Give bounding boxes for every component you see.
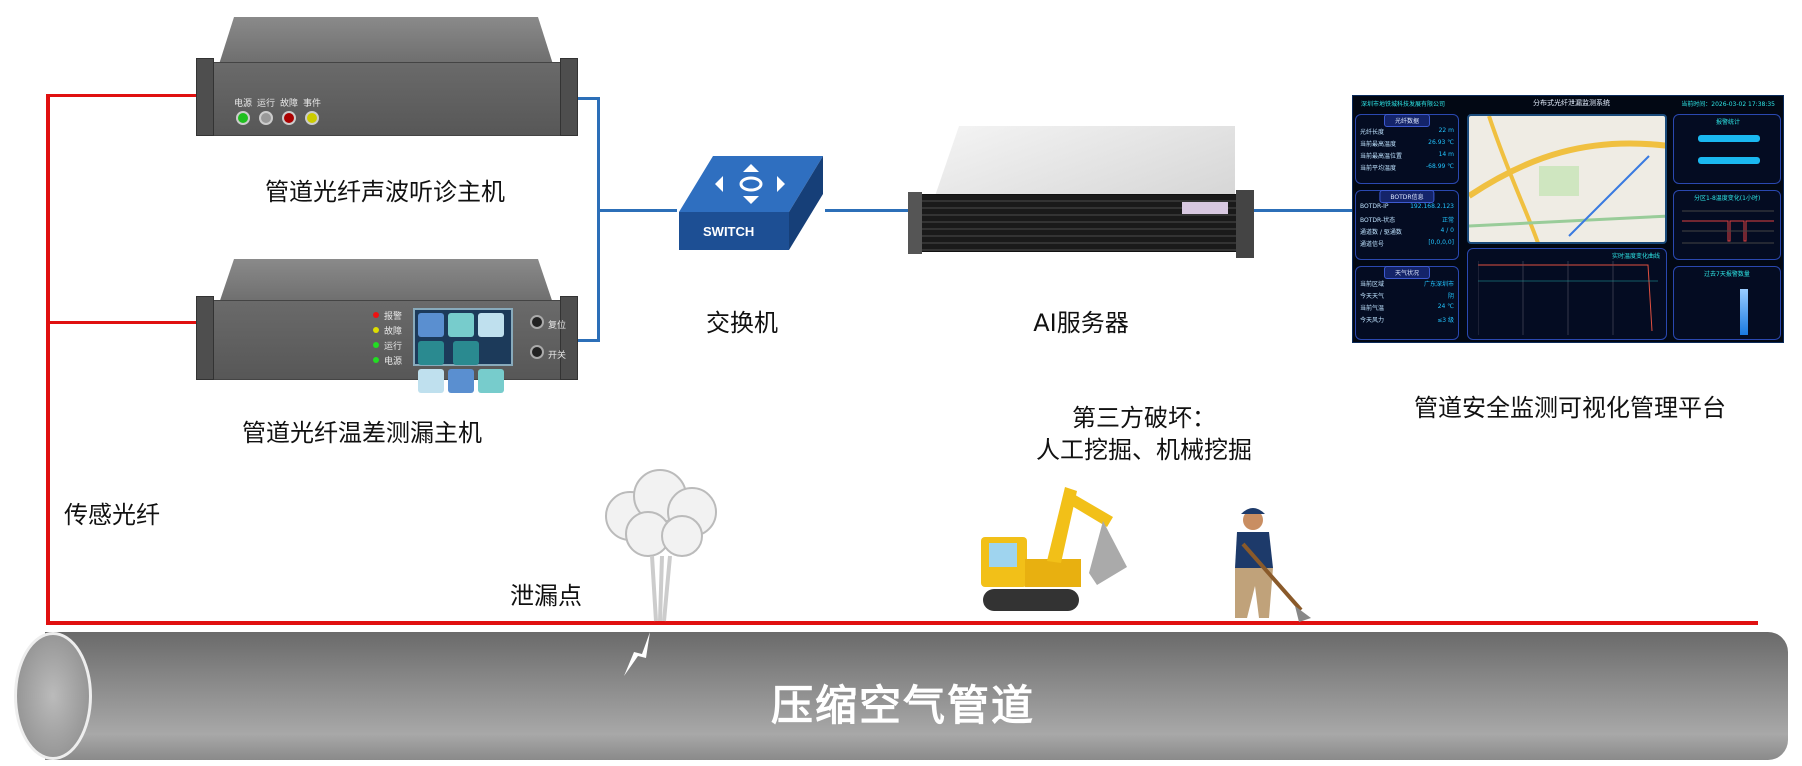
touch-screen[interactable] bbox=[413, 308, 513, 393]
dashboard-time: 当前时间：2026-03-02 17:38:35 bbox=[1681, 101, 1775, 108]
net-line-to-switch bbox=[597, 209, 677, 212]
switch-badge: SWITCH bbox=[703, 224, 754, 239]
indicator-label: 报警 bbox=[384, 312, 403, 322]
net-line-host2 bbox=[575, 339, 599, 342]
acoustic-host-label: 管道光纤声波听诊主机 bbox=[265, 178, 505, 206]
fiber-line-top bbox=[46, 94, 202, 97]
switch-icon: SWITCH bbox=[679, 156, 823, 250]
map-view[interactable] bbox=[1467, 114, 1667, 244]
third-party-label-2: 人工挖掘、机械挖掘 bbox=[1036, 436, 1252, 464]
excavator-icon bbox=[981, 487, 1127, 611]
fiber-line-vertical bbox=[46, 94, 50, 624]
indicator-label: 故障 bbox=[280, 99, 299, 109]
power-switch[interactable] bbox=[530, 345, 544, 359]
indicator-label: 运行 bbox=[384, 342, 403, 352]
leak-point-label: 泄漏点 bbox=[510, 582, 582, 610]
platform-label: 管道安全监测可视化管理平台 bbox=[1414, 394, 1726, 422]
net-line-vertical bbox=[597, 97, 600, 342]
leak-cloud-icon bbox=[605, 469, 717, 622]
temperature-curve-panel: 实时温度变化曲线 bbox=[1467, 248, 1667, 340]
dashboard-title: 分布式光纤泄漏监测系统 bbox=[1533, 99, 1610, 107]
monitoring-platform-screen: 深圳市地铁城科技发展有限公司 分布式光纤泄漏监测系统 当前时间：2026-03-… bbox=[1352, 95, 1784, 343]
sensing-fiber-label: 传感光纤 bbox=[64, 501, 160, 529]
event-indicator bbox=[305, 111, 319, 125]
ai-server-label: AI服务器 bbox=[1033, 309, 1129, 337]
knob-label: 复位 bbox=[548, 321, 567, 331]
reset-knob[interactable] bbox=[530, 315, 544, 329]
worker-digging-icon bbox=[1235, 508, 1311, 622]
net-line-host1 bbox=[575, 97, 599, 100]
switch-label: 交换机 bbox=[706, 309, 778, 337]
fiber-line-bottom bbox=[46, 621, 1758, 625]
crack-icon bbox=[624, 632, 650, 676]
third-party-label-1: 第三方破坏： bbox=[1072, 404, 1216, 432]
indicator-label: 事件 bbox=[303, 99, 322, 109]
indicator-label: 电源 bbox=[234, 99, 253, 109]
alarm-stats-panel: 报警统计 bbox=[1673, 114, 1781, 184]
pipe-label: 压缩空气管道 bbox=[770, 681, 1036, 730]
net-line-server-screen bbox=[1252, 209, 1352, 212]
leak-host-label: 管道光纤温差测漏主机 bbox=[242, 419, 482, 447]
run-indicator bbox=[259, 111, 273, 125]
fiber-line-middle bbox=[46, 321, 202, 324]
zone-temp-panel: 分区1-8温度变化(1小时) bbox=[1673, 190, 1781, 260]
company-name: 深圳市地铁城科技发展有限公司 bbox=[1361, 101, 1446, 108]
net-line-switch-server bbox=[825, 209, 910, 212]
power-indicator bbox=[236, 111, 250, 125]
fault-indicator bbox=[282, 111, 296, 125]
alarm-7day-panel: 过去7天报警数量 bbox=[1673, 266, 1781, 340]
indicator-label: 故障 bbox=[384, 327, 403, 337]
indicator-label: 运行 bbox=[257, 99, 276, 109]
indicator-label: 电源 bbox=[384, 357, 403, 367]
knob-label: 开关 bbox=[548, 351, 567, 361]
